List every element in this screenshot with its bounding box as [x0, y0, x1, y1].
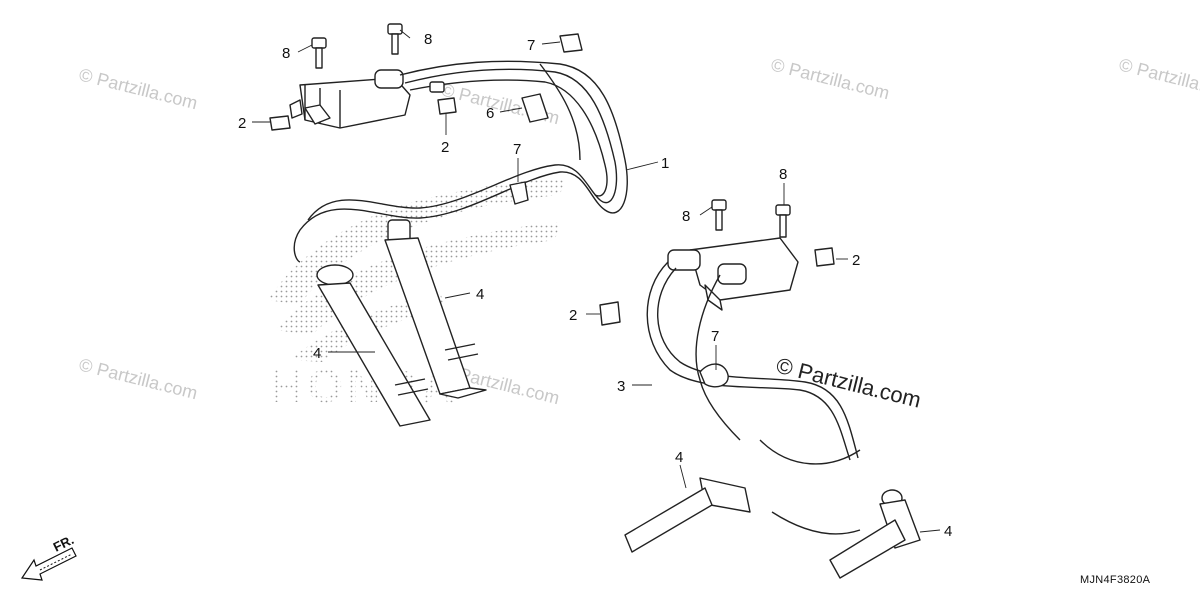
spark-plug-cap-4b	[316, 264, 431, 427]
honda-logo-text: HONDA	[270, 360, 459, 412]
callout-3: 3	[617, 378, 625, 395]
bolt-8-right-a	[711, 199, 727, 231]
ignition-coil-top	[289, 69, 411, 129]
callout-4: 4	[944, 523, 952, 540]
spark-plug-cap-4a	[384, 219, 487, 399]
callout-8: 8	[682, 208, 690, 225]
diagram-code: MJN4F3820A	[1080, 574, 1151, 586]
watermark: © Partzilla.com	[1117, 54, 1200, 103]
clip-2-top	[437, 97, 457, 115]
watermark: © Partzilla.com	[77, 354, 200, 403]
watermarks: © Partzilla.com © Partzilla.com © Partzi…	[77, 54, 1200, 408]
callout-7: 7	[711, 328, 719, 345]
watermark-center: © Partzilla.com	[774, 353, 924, 413]
bracket-6	[521, 93, 549, 123]
callout-4: 4	[675, 449, 683, 466]
clamp-7-right	[699, 363, 729, 388]
wire-harness-1	[293, 60, 628, 263]
callout-8: 8	[282, 45, 290, 62]
clip-7-top	[559, 33, 583, 53]
callout-8: 8	[779, 166, 787, 183]
callout-1: 1	[661, 155, 669, 172]
leader-lines	[252, 29, 941, 533]
bolt-8-right-b	[775, 204, 791, 238]
callout-7: 7	[513, 141, 521, 158]
spark-plug-cap-4c	[624, 477, 751, 553]
callout-2: 2	[441, 139, 449, 156]
bolt-8-left	[311, 37, 327, 69]
watermark: © Partzilla.com	[769, 54, 892, 103]
callout-4: 4	[313, 345, 321, 362]
callout-2: 2	[852, 252, 860, 269]
callout-2: 2	[238, 115, 246, 132]
watermark: © Partzilla.com	[77, 64, 200, 113]
callout-4: 4	[476, 286, 484, 303]
bolt-8-right	[387, 23, 403, 55]
callout-7: 7	[527, 37, 535, 54]
clip-2-right	[814, 247, 835, 267]
clip-2-mid	[599, 301, 621, 326]
callout-8: 8	[424, 31, 432, 48]
callouts: 1 2 2 6 7 7 8 8 8 8 2 2 4 4 3 7 4 4	[238, 31, 952, 540]
ignition-coil-right	[667, 237, 799, 311]
clamp-7-middle	[509, 181, 529, 205]
callout-2: 2	[569, 307, 577, 324]
front-direction-arrow: FR.	[20, 532, 77, 581]
callout-6: 6	[486, 105, 494, 122]
clip-2-left	[269, 115, 291, 131]
wire-harness-3	[646, 261, 861, 535]
spark-plug-cap-4d	[829, 489, 921, 579]
